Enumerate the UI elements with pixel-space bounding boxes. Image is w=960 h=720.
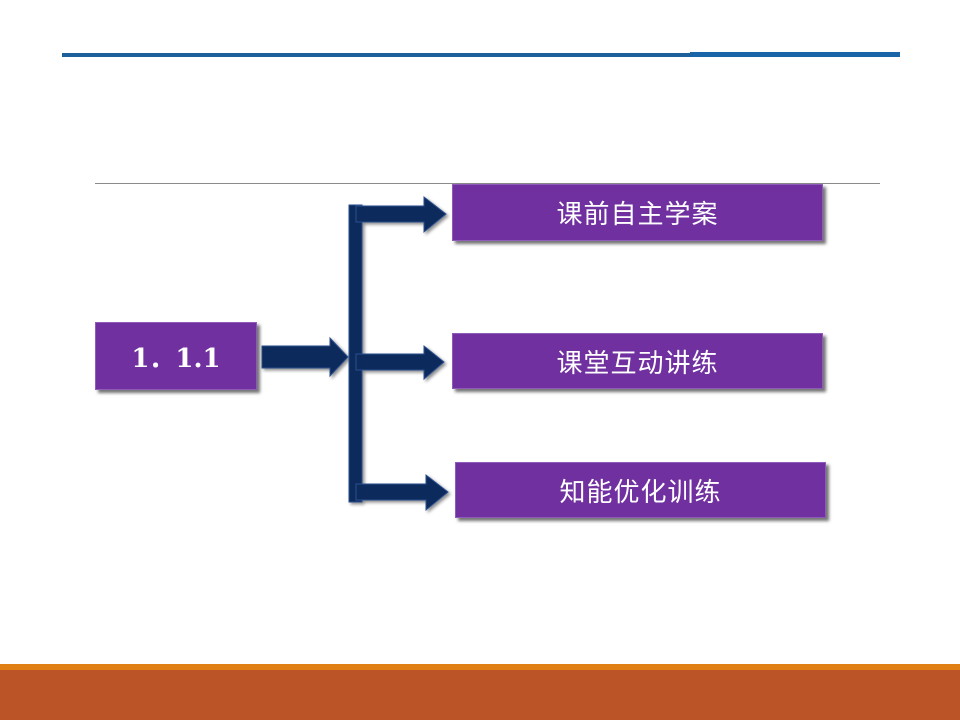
header-rule-left (62, 53, 690, 57)
branch-arrow-2 (355, 344, 445, 381)
source-node: 1．1.1 (95, 322, 257, 390)
branch-arrow-1 (355, 195, 447, 234)
source-node-label: 1．1.1 (131, 343, 221, 374)
footer-accent-strip (0, 664, 960, 670)
header-rule-right (690, 52, 900, 57)
branch-arrow-3 (355, 473, 449, 512)
divider-line (95, 183, 880, 184)
footer-band (0, 670, 960, 720)
target-node-preclass[interactable]: 课前自主学案 (452, 184, 823, 241)
target-node-label: 课堂互动讲练 (556, 348, 719, 379)
target-node-label: 知能优化训练 (559, 477, 722, 508)
target-node-practice[interactable]: 知能优化训练 (455, 462, 826, 518)
target-node-inclass[interactable]: 课堂互动讲练 (452, 333, 823, 389)
target-node-label: 课前自主学案 (556, 200, 719, 230)
main-arrow (261, 336, 349, 378)
